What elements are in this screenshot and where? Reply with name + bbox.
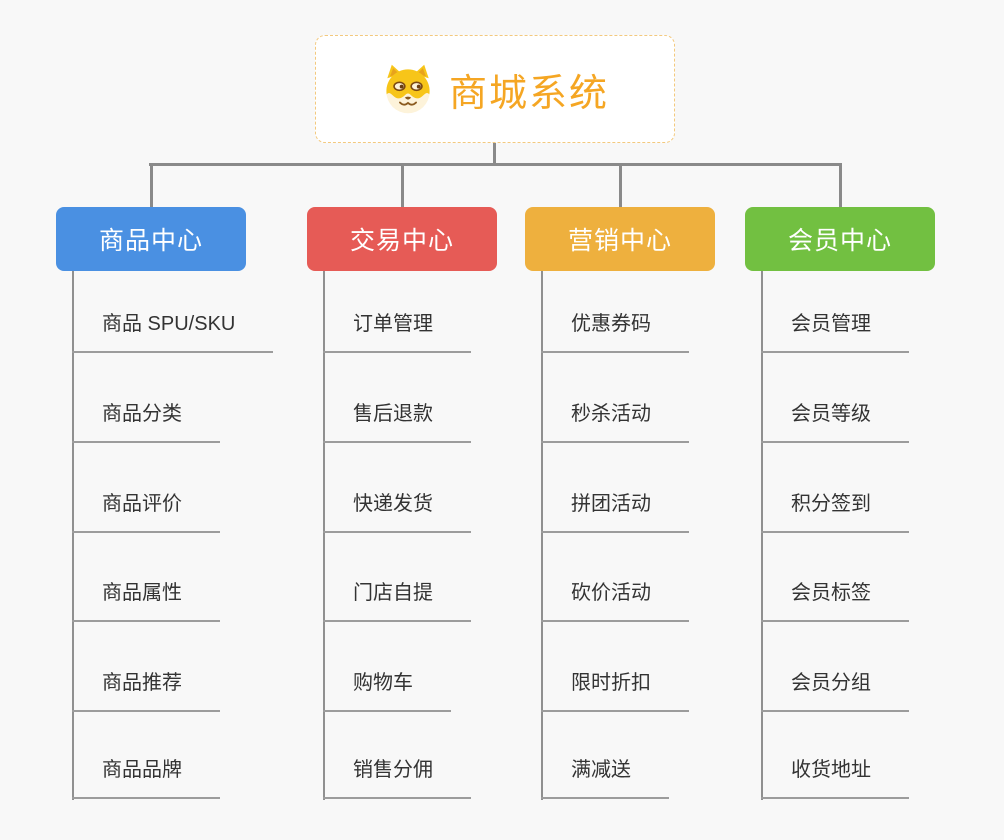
child-node[interactable]: 秒杀活动 [541, 397, 689, 443]
child-node[interactable]: 会员等级 [761, 397, 909, 443]
child-node[interactable]: 限时折扣 [541, 666, 689, 712]
connector-bus [149, 163, 842, 166]
child-node[interactable]: 销售分佣 [323, 753, 471, 799]
connector-root-stub [493, 143, 496, 166]
branch-column-member: 会员管理 会员等级 积分签到 会员标签 会员分组 收货地址 [761, 0, 1004, 840]
branch-column-marketing: 优惠券码 秒杀活动 拼团活动 砍价活动 限时折扣 满减送 [541, 0, 791, 840]
child-node[interactable]: 商品评价 [72, 487, 220, 533]
child-node[interactable]: 订单管理 [323, 307, 471, 353]
child-node[interactable]: 砍价活动 [541, 576, 689, 622]
child-node[interactable]: 满减送 [541, 753, 669, 799]
branch-spine [761, 271, 763, 800]
child-node[interactable]: 购物车 [323, 666, 451, 712]
root-title: 商城系统 [448, 72, 609, 115]
branch-header-member[interactable]: 会员中心 [745, 207, 935, 271]
child-node[interactable]: 商品属性 [72, 576, 220, 622]
branch-header-marketing[interactable]: 营销中心 [525, 207, 715, 271]
child-node[interactable]: 优惠券码 [541, 307, 689, 353]
child-node[interactable]: 商品 SPU/SKU [72, 307, 274, 353]
branch-column-product: 商品 SPU/SKU 商品分类 商品评价 商品属性 商品推荐 商品品牌 [72, 0, 322, 840]
child-node[interactable]: 售后退款 [323, 397, 471, 443]
child-node[interactable]: 快递发货 [323, 487, 471, 533]
child-node[interactable]: 会员管理 [761, 307, 909, 353]
child-node[interactable]: 收货地址 [761, 753, 909, 799]
branch-spine [323, 271, 325, 800]
connector-drop-2 [400, 166, 404, 207]
connector-drop-4 [838, 166, 842, 207]
child-node[interactable]: 商品推荐 [72, 666, 220, 712]
branch-header-product[interactable]: 商品中心 [56, 207, 246, 271]
child-node[interactable]: 商品分类 [72, 397, 220, 443]
child-node[interactable]: 会员分组 [761, 666, 909, 712]
child-node[interactable]: 积分签到 [761, 487, 909, 533]
connector-drop-1 [149, 166, 153, 207]
child-node[interactable]: 商品品牌 [72, 753, 220, 799]
branch-spine [72, 271, 74, 800]
child-node[interactable]: 门店自提 [323, 576, 471, 622]
branch-spine [541, 271, 543, 800]
branch-header-trade[interactable]: 交易中心 [307, 207, 497, 271]
child-node[interactable]: 会员标签 [761, 576, 909, 622]
root-node[interactable]: 商城系统 [315, 35, 675, 143]
branch-column-trade: 订单管理 售后退款 快递发货 门店自提 购物车 销售分佣 [323, 0, 573, 840]
shiba-dog-icon [386, 64, 430, 114]
child-node[interactable]: 拼团活动 [541, 487, 689, 533]
connector-drop-3 [618, 166, 622, 207]
